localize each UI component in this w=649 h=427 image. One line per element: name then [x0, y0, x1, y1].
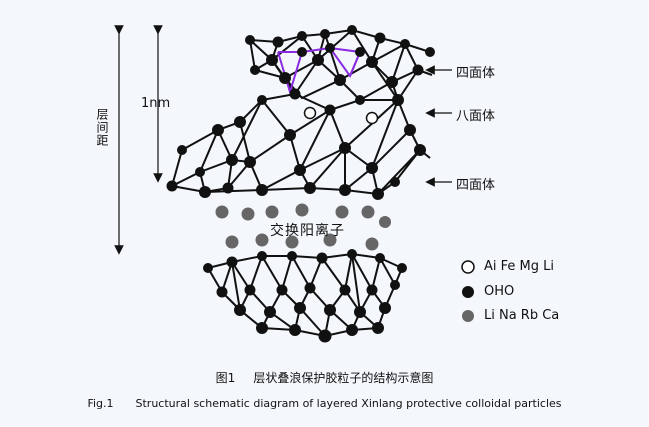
- upper-oxygen-nodes: [166, 25, 435, 200]
- legend-open-circle-text: Ai Fe Mg Li: [484, 259, 554, 274]
- octahedron-label: 八面体: [456, 109, 496, 124]
- tetrahedron-top-label: 四面体: [456, 66, 496, 81]
- upper-cation-sites: [303, 106, 379, 125]
- legend-black-circle-marker: [462, 286, 474, 298]
- legend-black-circle-text: OHO: [484, 284, 515, 299]
- caption-en-text: Structural schematic diagram of layered …: [135, 397, 562, 410]
- exchange-cations-label: 交换阳离子: [270, 223, 345, 239]
- highlighted-tetrahedron: [277, 46, 362, 96]
- caption-cn-number: 图1: [215, 371, 236, 385]
- legend-open-circle-marker: [461, 260, 475, 274]
- exchange-cations: [215, 203, 391, 251]
- caption-chinese: 图1 层状叠浪保护胶粒子的结构示意图: [0, 369, 649, 386]
- tetrahedron-bottom-label: 四面体: [456, 178, 496, 193]
- caption-english: Fig.1 Structural schematic diagram of lay…: [0, 397, 649, 410]
- caption-cn-text: 层状叠浪保护胶粒子的结构示意图: [253, 371, 434, 385]
- legend-gray-circle-text: Li Na Rb Ca: [484, 308, 560, 323]
- caption-en-number: Fig.1: [87, 397, 114, 410]
- lower-oxygen-nodes: [203, 249, 407, 343]
- legend-gray-circle-marker: [462, 310, 474, 322]
- layer-spacing-label: 层间距: [95, 108, 109, 147]
- one-nm-label: 1nm: [141, 96, 171, 111]
